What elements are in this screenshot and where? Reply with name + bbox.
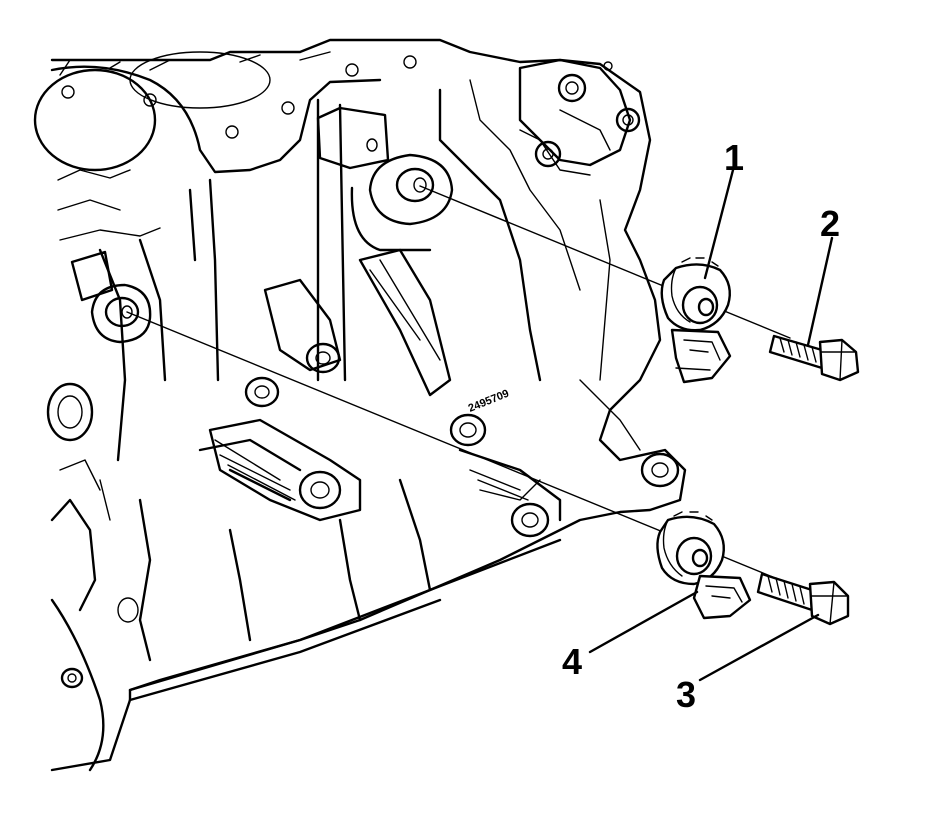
callout-3: 3	[676, 674, 696, 715]
callout-2: 2	[820, 203, 840, 244]
lower-bolt	[756, 572, 850, 626]
upper-knock-sensor	[660, 257, 732, 384]
upper-sensor-centerline	[419, 185, 791, 339]
leader-line-1	[703, 168, 735, 280]
leader-line-3	[698, 613, 820, 682]
callout-1: 1	[724, 137, 744, 178]
part-number-stamp: 2495709	[467, 388, 511, 415]
leader-line-4	[588, 590, 699, 654]
engine-block	[33, 38, 687, 772]
upper-bolt	[768, 334, 860, 382]
lower-knock-sensor	[656, 511, 752, 620]
leader-line-2	[806, 236, 834, 347]
callout-4: 4	[562, 641, 582, 682]
